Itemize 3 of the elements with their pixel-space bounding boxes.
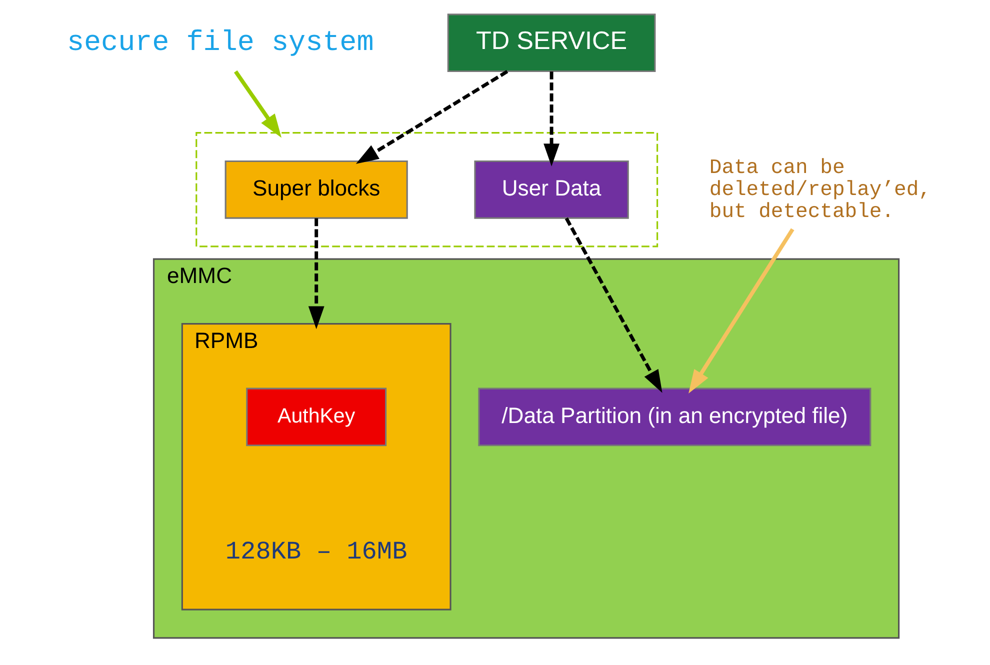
- node-text: secure file system: [66, 26, 374, 59]
- node-label: 128KB – 16MB: [224, 538, 407, 567]
- node-text: Data can be deleted/replay’ed, but detectable.: [708, 156, 930, 224]
